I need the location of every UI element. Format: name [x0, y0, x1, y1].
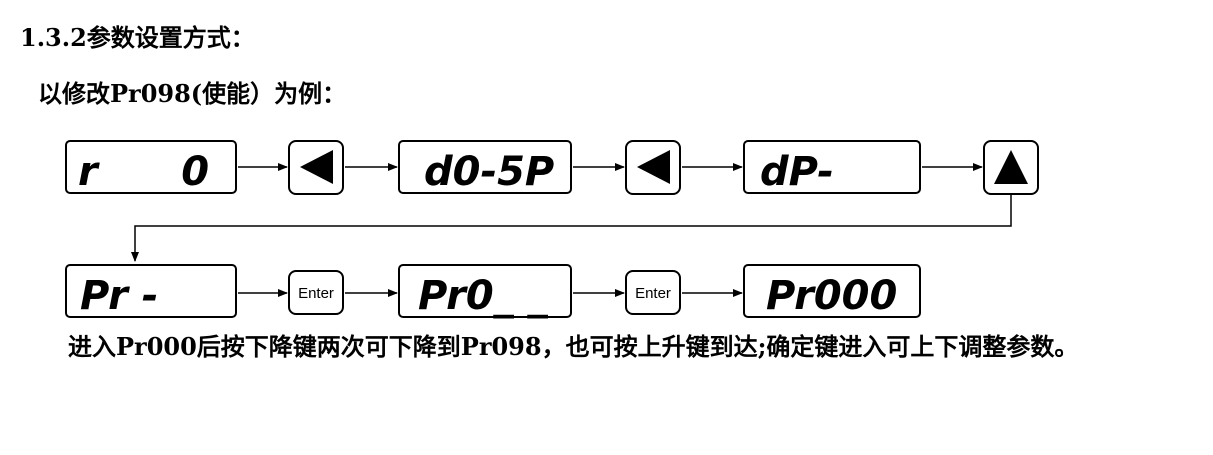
- lcd-display-pr0: Pr0_ _: [398, 264, 572, 319]
- lcd-display-r-0-text: r 0: [78, 149, 209, 195]
- flow-connector: [131, 194, 1012, 262]
- lcd-display-pr0-text: Pr0_ _: [418, 273, 549, 319]
- enter-key: Enter: [625, 270, 681, 315]
- enter-key: Enter: [288, 270, 344, 315]
- left-key: [288, 140, 344, 195]
- enter-key-label: Enter: [635, 285, 671, 302]
- lcd-display-d0-5p: d0-5P: [398, 140, 572, 195]
- left-triangle-icon: [300, 150, 333, 184]
- lcd-display-d0-5p-text: d0-5P: [424, 149, 554, 195]
- lcd-display-r-0: r 0: [65, 140, 237, 195]
- parameter-setting-flow-diagram: r 0 d0-5P dP- Pr - Enter P: [65, 140, 1039, 319]
- lcd-display-dp: dP-: [743, 140, 921, 195]
- up-triangle-icon: [994, 150, 1028, 184]
- instruction-note: 进入Pr000后按下降键两次可下降到Pr098，也可按上升键到达;确定键进入可上…: [68, 332, 1079, 361]
- lcd-display-pr-text: Pr -: [80, 273, 158, 319]
- example-title: 以修改Pr098(使能）为例：: [38, 79, 347, 108]
- lcd-display-pr000-text: Pr000: [766, 273, 897, 319]
- lcd-display-pr: Pr -: [65, 264, 237, 319]
- up-key: [983, 140, 1039, 195]
- section-title: 1.3.2参数设置方式：: [20, 23, 255, 52]
- left-key: [625, 140, 681, 195]
- left-triangle-icon: [637, 150, 670, 184]
- enter-key-label: Enter: [298, 285, 334, 302]
- lcd-display-dp-text: dP-: [760, 149, 834, 195]
- lcd-display-pr000: Pr000: [743, 264, 921, 319]
